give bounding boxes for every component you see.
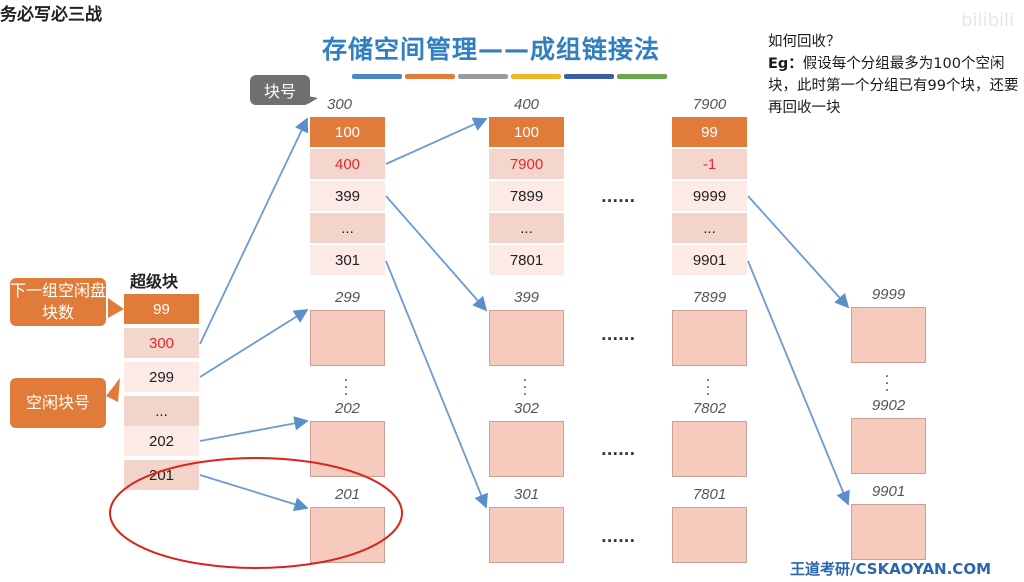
group-next-block: 7900 [489, 149, 564, 179]
color-bar-2 [405, 74, 455, 79]
color-bar-3 [458, 74, 508, 79]
group-entry: 9999 [672, 181, 747, 211]
group-entry: 399 [310, 181, 385, 211]
color-bar-5 [564, 74, 614, 79]
free-block [489, 310, 564, 366]
arrow-superblock-to-300 [199, 117, 309, 345]
free-block [310, 310, 385, 366]
group-count: 100 [310, 117, 385, 147]
free-block-number: 9999 [871, 286, 906, 303]
free-block-number: 9901 [871, 483, 906, 500]
note-body: Eg：假设每个分组最多为100个空闲块，此时第一个分组已有99个块，还要再回收一… [768, 53, 1024, 119]
note-eg-label: Eg： [768, 56, 803, 72]
vertical-ellipsis: ··· [522, 373, 528, 403]
superblock-count: 99 [124, 294, 199, 324]
superblock-label: 超级块 [130, 272, 179, 291]
color-bar-6 [617, 74, 667, 79]
free-block [310, 421, 385, 477]
arrow-300-to-399 [385, 195, 488, 312]
free-block-number: 7802 [692, 400, 727, 417]
ellipsis: ...... [601, 188, 636, 206]
ellipsis: ...... [601, 326, 636, 344]
group-next-block: 400 [310, 149, 385, 179]
group-count: 99 [672, 117, 747, 147]
group-block-number: 7900 [692, 96, 727, 113]
free-block-number: 299 [334, 289, 361, 306]
arrow-7900-to-9901 [747, 260, 850, 506]
ellipsis: ...... [601, 528, 636, 546]
free-block [672, 310, 747, 366]
arrow-superblock-to-201 [199, 474, 309, 512]
callout-pointer [308, 96, 318, 104]
group-block-number: 300 [326, 96, 353, 113]
group-entry: ... [489, 213, 564, 243]
group-entry: 7801 [489, 245, 564, 275]
free-block-number: 7899 [692, 289, 727, 306]
corner-text: 务必写必三战 [0, 5, 102, 25]
arrow-7900-to-9999 [747, 195, 850, 309]
free-block-number: 301 [513, 486, 540, 503]
group-entry: ... [672, 213, 747, 243]
group-entry: 7899 [489, 181, 564, 211]
page-title: 存储空间管理——成组链接法 [322, 35, 661, 64]
superblock-entry: ... [124, 396, 199, 426]
footer-brand: 王道考研/CSKAOYAN.COM [790, 560, 991, 578]
group-entry: 9901 [672, 245, 747, 275]
free-block [672, 507, 747, 563]
superblock-entry: 202 [124, 426, 199, 456]
note-text: 假设每个分组最多为100个空闲块，此时第一个分组已有99个块，还要再回收一块 [768, 56, 1019, 116]
note-question: 如何回收？ [768, 34, 841, 50]
free-block-number: 7801 [692, 486, 727, 503]
free-block [851, 418, 926, 474]
free-block-number: 201 [334, 486, 361, 503]
callout-next-group: 下一组空闲盘块数 [10, 278, 106, 326]
callout-pointer [108, 298, 124, 318]
free-block [489, 421, 564, 477]
free-block [672, 421, 747, 477]
group-count: 100 [489, 117, 564, 147]
superblock-next-block: 300 [124, 328, 199, 358]
free-block-number: 399 [513, 289, 540, 306]
vertical-ellipsis: ··· [705, 373, 711, 403]
vertical-ellipsis: ··· [884, 369, 890, 399]
free-block-number: 202 [334, 400, 361, 417]
arrow-300-to-400 [385, 117, 488, 165]
superblock-entry: 299 [124, 362, 199, 392]
arrow-superblock-to-299 [199, 309, 309, 378]
group-entry: ... [310, 213, 385, 243]
callout-free-block: 空闲块号 [10, 378, 106, 428]
callout-block-number: 块号 [250, 75, 310, 105]
color-bar-4 [511, 74, 561, 79]
free-block [851, 504, 926, 560]
group-entry: 301 [310, 245, 385, 275]
arrow-superblock-to-202 [199, 416, 309, 442]
color-bar-1 [352, 74, 402, 79]
callout-pointer [106, 378, 120, 402]
group-next-block: -1 [672, 149, 747, 179]
group-block-number: 400 [513, 96, 540, 113]
free-block-number: 9902 [871, 397, 906, 414]
free-block-number: 302 [513, 400, 540, 417]
vertical-ellipsis: ··· [343, 373, 349, 403]
recycle-note: 如何回收？ Eg：假设每个分组最多为100个空闲块，此时第一个分组已有99个块，… [768, 31, 1024, 119]
watermark-logo: bilibili [961, 10, 1014, 31]
highlight-ellipse [109, 457, 403, 569]
free-block [851, 307, 926, 363]
free-block [310, 507, 385, 563]
free-block [489, 507, 564, 563]
arrow-300-to-301 [385, 260, 488, 509]
ellipsis: ...... [601, 441, 636, 459]
